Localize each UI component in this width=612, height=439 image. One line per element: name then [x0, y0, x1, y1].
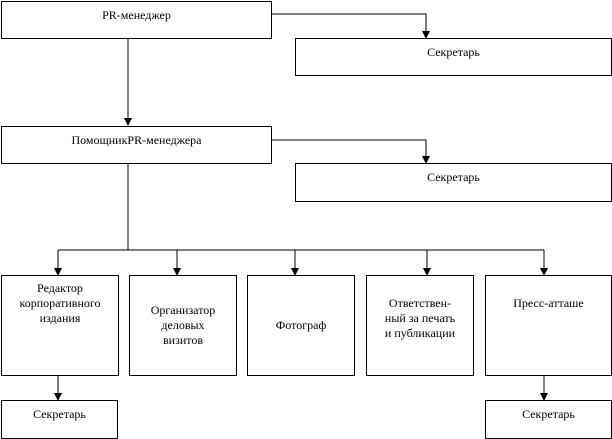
- node-secretary-1: Секретарь: [295, 38, 612, 76]
- node-responsible: Ответствен- ный за печать и публикации: [366, 275, 474, 376]
- node-pr-manager: PR-менеджер: [1, 1, 272, 39]
- node-secretary-2-label: Секретарь: [427, 170, 480, 184]
- node-secretary-4-label: Секретарь: [522, 407, 575, 421]
- node-assistant: ПомощникPR-менеджера: [1, 126, 272, 164]
- node-photographer: Фотограф: [247, 275, 355, 376]
- node-secretary-2: Секретарь: [295, 163, 612, 202]
- node-press-attache-label: Пресс-атташе: [513, 296, 584, 310]
- node-secretary-1-label: Секретарь: [427, 45, 480, 59]
- node-pr-manager-label: PR-менеджер: [102, 8, 171, 22]
- node-secretary-3: Секретарь: [1, 400, 118, 439]
- node-editor-label: Редактор корпоративного издания: [19, 281, 101, 325]
- node-organizer-label: Организатор деловых визитов: [150, 303, 216, 347]
- connector-assistant-to-secretary: [271, 139, 430, 164]
- node-secretary-4: Секретарь: [485, 400, 612, 439]
- node-photographer-label: Фотограф: [275, 318, 327, 332]
- node-responsible-label: Ответствен- ный за печать и публикации: [384, 296, 456, 340]
- node-press-attache: Пресс-атташе: [485, 275, 612, 376]
- node-editor: Редактор корпоративного издания: [1, 275, 119, 376]
- node-assistant-label: ПомощникPR-менеджера: [71, 133, 202, 147]
- node-organizer: Организатор деловых визитов: [129, 275, 237, 376]
- connector-pr-manager-to-secretary: [271, 13, 430, 39]
- node-secretary-3-label: Секретарь: [33, 407, 86, 421]
